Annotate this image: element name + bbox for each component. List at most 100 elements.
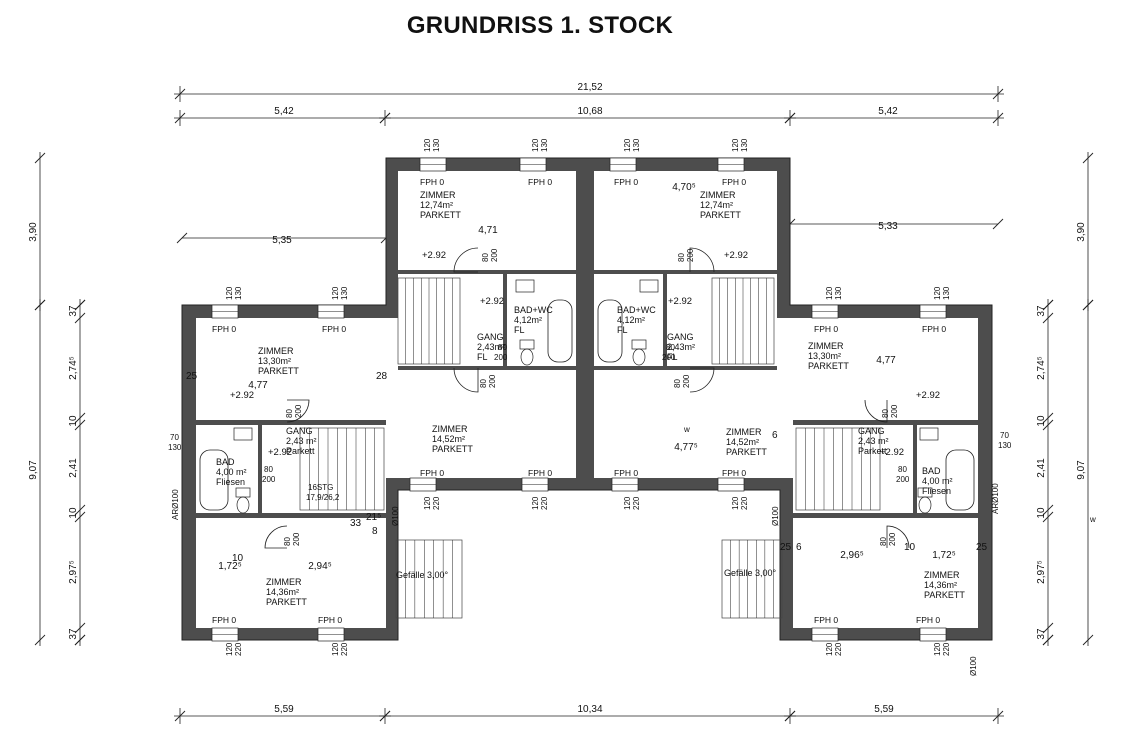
- door-swing: [864, 399, 888, 423]
- fph-label: FPH 0: [212, 615, 236, 625]
- room-area: 13,30m²: [258, 356, 291, 366]
- dim-inner: 4,77: [248, 380, 268, 391]
- door-height: 130: [998, 441, 1012, 450]
- room-area: 12,74m²: [420, 200, 453, 210]
- room-floor: PARKETT: [700, 210, 741, 220]
- door-height: 200: [294, 404, 303, 418]
- dim-inner: 2,94⁵: [308, 561, 332, 572]
- walls: [181, 157, 993, 642]
- dim-top-right: 5,42: [878, 106, 898, 117]
- room-floor: PARKETT: [258, 366, 299, 376]
- dim-tick: [34, 152, 46, 164]
- pipe-label: Ø100: [391, 506, 400, 526]
- door-swing: [886, 525, 910, 549]
- room-name: BAD: [922, 466, 941, 476]
- door-height: 200: [686, 248, 695, 262]
- partition: [196, 513, 386, 518]
- fph-label: FPH 0: [814, 615, 838, 625]
- window-height: 120: [423, 496, 432, 510]
- room-area: 4,12m²: [617, 315, 645, 325]
- pipe-label: Ø100: [771, 506, 780, 526]
- door-width: 80: [479, 379, 488, 388]
- bathtub: [199, 449, 229, 511]
- dim-tick: [1082, 299, 1094, 311]
- level-marker: +2.92: [668, 296, 692, 307]
- room-name: ZIMMER: [700, 190, 736, 200]
- drain-label: ARØ100: [171, 489, 180, 520]
- room-floor: FL: [667, 352, 678, 362]
- dim-inner: 25: [186, 371, 198, 382]
- fph-label: FPH 0: [722, 177, 746, 187]
- window-height: 120: [225, 642, 234, 656]
- door-width: 80: [283, 537, 292, 546]
- door-height: 200: [896, 475, 910, 484]
- stairs-dim-label: 17,9/26,2: [306, 493, 340, 502]
- dim-tick: [74, 312, 86, 324]
- dim-left-seg: 2,41: [68, 458, 79, 478]
- dim-right-seg: 37: [1036, 305, 1047, 317]
- dim-bottom-left: 5,59: [274, 704, 294, 715]
- door-swing: [689, 367, 715, 393]
- room-floor: PARKETT: [924, 590, 965, 600]
- window-width: 220: [340, 642, 349, 656]
- partition: [913, 425, 917, 513]
- room-floor: FL: [477, 352, 488, 362]
- window-height: 120: [731, 496, 740, 510]
- room-floor: PARKETT: [726, 447, 767, 457]
- door-width: 80: [673, 379, 682, 388]
- pipe-label: Ø100: [969, 656, 978, 676]
- door-height: 200: [662, 353, 676, 362]
- level-marker: +2.92: [724, 250, 748, 261]
- door-width: 80: [264, 465, 273, 474]
- toilet: [918, 496, 932, 514]
- dim-right-seg: 37: [1036, 628, 1047, 640]
- door-swing: [264, 525, 288, 549]
- window-width: 220: [632, 496, 641, 510]
- level-marker: +2.92: [268, 447, 292, 458]
- dim-right-seg: 2,74⁵: [1036, 356, 1047, 380]
- window-width: 130: [540, 138, 549, 152]
- door-width: 80: [677, 253, 686, 262]
- fixtures: [199, 247, 975, 619]
- dim-left-seg: 10: [68, 415, 79, 427]
- door-width: 80: [898, 465, 907, 474]
- fph-label: FPH 0: [318, 615, 342, 625]
- window-height: 120: [825, 642, 834, 656]
- fph-label: FPH 0: [922, 324, 946, 334]
- window-width: 220: [942, 642, 951, 656]
- dim-left-seg: 37: [68, 305, 79, 317]
- room-name: ZIMMER: [924, 570, 960, 580]
- dim-tick: [1042, 622, 1054, 634]
- partition: [196, 420, 386, 425]
- dim-top-middle: 10,68: [577, 106, 602, 117]
- door-swing: [453, 247, 479, 273]
- window-width: 220: [432, 496, 441, 510]
- dim-left-seg: 2,74⁵: [68, 356, 79, 380]
- dim-inner: 5,33: [878, 221, 898, 232]
- fph-label: FPH 0: [420, 177, 444, 187]
- dim-tick: [74, 511, 86, 523]
- page-title: GRUNDRISS 1. STOCK: [406, 12, 674, 39]
- door-height: 200: [292, 532, 301, 546]
- fph-label: FPH 0: [614, 468, 638, 478]
- partition: [398, 366, 576, 370]
- level-marker: +2.92: [916, 390, 940, 401]
- door-width: 80: [285, 409, 294, 418]
- room-name: ZIMMER: [808, 341, 844, 351]
- partition: [258, 425, 262, 513]
- dim-tick: [1042, 299, 1054, 311]
- dim-tick: [74, 419, 86, 431]
- dim-inner: 10: [232, 553, 244, 564]
- dim-inner: 4,77: [876, 355, 896, 366]
- door-width: 80: [481, 253, 490, 262]
- balcony-stairs: [721, 539, 783, 619]
- partition: [594, 270, 777, 274]
- sink: [515, 279, 535, 293]
- window-width: 130: [432, 138, 441, 152]
- window-height: 120: [933, 286, 942, 300]
- toilet: [236, 496, 250, 514]
- fph-label: FPH 0: [212, 324, 236, 334]
- room-area: 14,52m²: [726, 437, 759, 447]
- dim-tick: [379, 710, 391, 722]
